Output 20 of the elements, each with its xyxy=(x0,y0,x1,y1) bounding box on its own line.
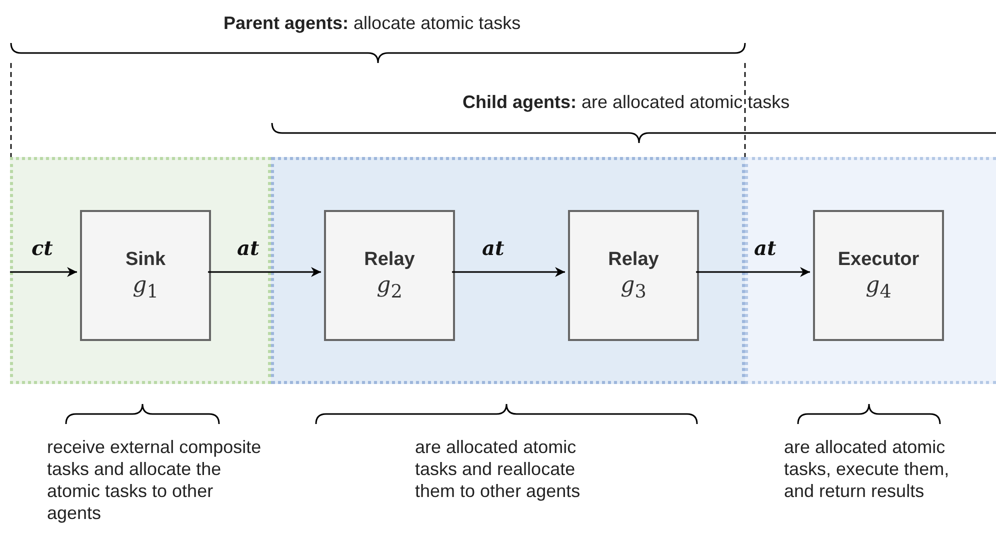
role-description: are allocated atomic tasks and reallocate them to other agents xyxy=(415,436,582,502)
role-description: receive external composite tasks and allocate the atomic tasks to other agents xyxy=(47,436,262,524)
edge-label: ct xyxy=(32,236,53,260)
role-description: are allocated atomic tasks, execute them, and return results xyxy=(784,436,950,502)
sink-region xyxy=(10,157,271,384)
edge-label: at xyxy=(237,236,260,260)
group-heading: Child agents: are allocated atomic tasks xyxy=(462,91,790,113)
agent-box: Relay g$_{2}$ xyxy=(324,210,455,341)
agent-box: Relay g$_{3}$ xyxy=(568,210,699,341)
agent-box: Sink g$_{1}$ xyxy=(80,210,211,341)
arrow xyxy=(696,267,810,277)
agent-box: Executor g$_{4}$ xyxy=(813,210,944,341)
arrow xyxy=(10,267,77,277)
arrow xyxy=(452,267,565,277)
arrow xyxy=(208,267,321,277)
group-heading: Parent agents: allocate atomic tasks xyxy=(224,12,521,34)
executor-region xyxy=(745,157,996,384)
edge-label: at xyxy=(482,236,504,260)
relay-region xyxy=(271,157,745,384)
edge-label: at xyxy=(754,236,776,260)
